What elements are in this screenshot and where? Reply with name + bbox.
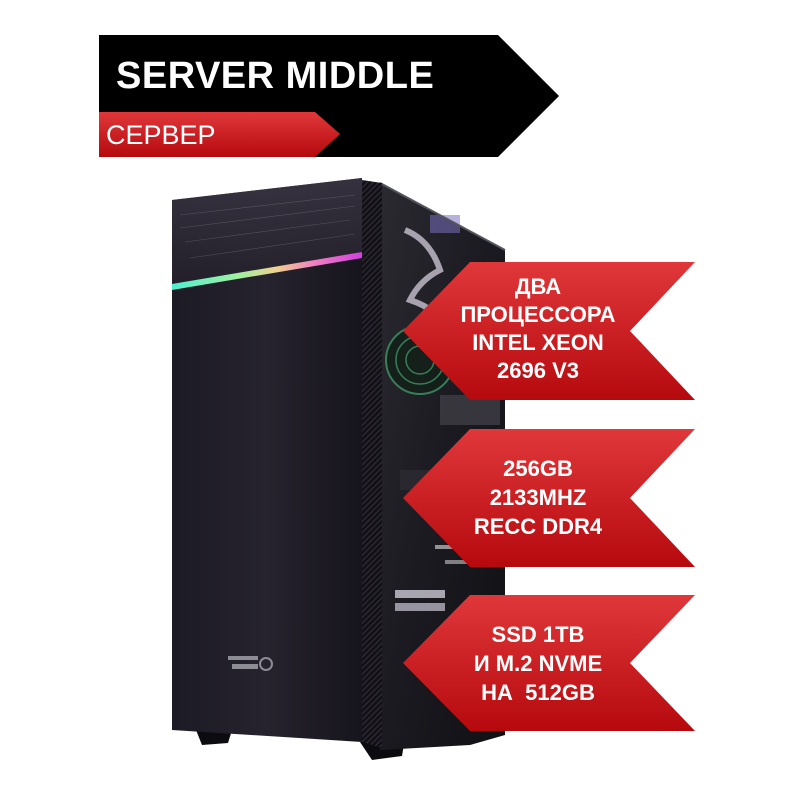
case-foot-left bbox=[196, 730, 232, 745]
spec-line: 256GB bbox=[503, 456, 573, 481]
spec-line: 2133MHZ bbox=[489, 485, 587, 510]
spec-line: И M.2 NVME bbox=[473, 651, 603, 676]
case-front-panel bbox=[172, 178, 362, 742]
spec-banner-storage bbox=[403, 595, 695, 731]
spec-line: SSD 1TB bbox=[491, 622, 585, 647]
spec-line: RECC DDR4 bbox=[473, 514, 603, 539]
spec-ram: 256GB 2133MHZ RECC DDR4 bbox=[438, 454, 638, 541]
spec-banner-ram bbox=[403, 429, 695, 567]
spec-line: 2696 V3 bbox=[497, 358, 579, 383]
page-subtitle: СЕРВЕР bbox=[106, 120, 216, 150]
page-title: SERVER MIDDLE bbox=[116, 55, 435, 97]
spec-cpu: ДВА ПРОЦЕССОРА INTEL XEON 2696 V3 bbox=[438, 273, 638, 385]
spec-storage: SSD 1TB И M.2 NVME НА 512GB bbox=[438, 620, 638, 707]
spec-line: ПРОЦЕССОРА bbox=[460, 302, 616, 327]
rgb-led-strip bbox=[172, 252, 362, 290]
front-side-vent bbox=[362, 180, 382, 748]
spec-line: НА 512GB bbox=[481, 680, 595, 705]
spec-line: INTEL XEON bbox=[472, 330, 604, 355]
spec-banner-cpu bbox=[403, 262, 695, 400]
spec-line: ДВА bbox=[514, 274, 562, 299]
header-red-banner bbox=[99, 112, 340, 157]
brand-logo-icon bbox=[228, 656, 273, 671]
